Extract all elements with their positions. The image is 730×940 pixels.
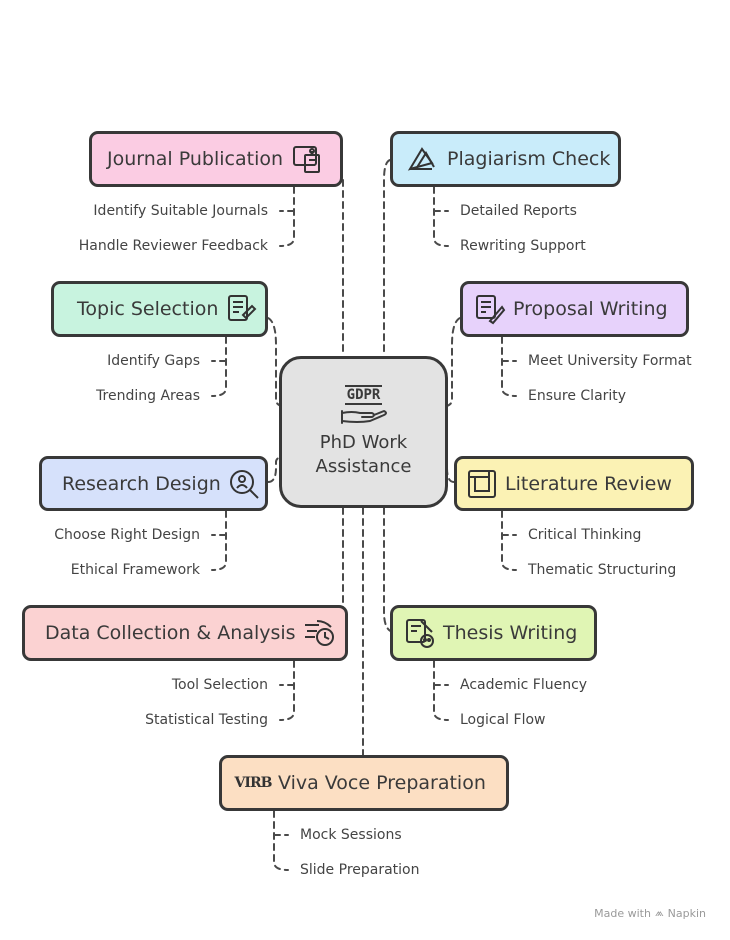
data-item-1: Tool Selection — [171, 677, 268, 693]
document-edit-icon — [224, 292, 258, 326]
node-label: Plagiarism Check — [447, 148, 611, 170]
plagiarism-item-2: Rewriting Support — [460, 238, 586, 254]
node-label: Research Design — [62, 472, 221, 495]
literature-item-1: Critical Thinking — [528, 527, 642, 543]
proposal-item-2: Ensure Clarity — [528, 388, 627, 404]
node-label: Topic Selection — [77, 298, 219, 320]
center-node: GDPR PhD Work Assistance — [279, 356, 448, 508]
gdpr-text: GDPR — [344, 385, 383, 405]
center-title: PhD Work Assistance — [315, 432, 412, 477]
building-document-icon — [291, 142, 325, 176]
fast-clock-icon — [302, 616, 336, 650]
plagiarism-item-1: Detailed Reports — [460, 203, 577, 219]
document-skull-icon — [403, 616, 437, 650]
hand-holding-gdpr-icon: GDPR — [338, 385, 390, 425]
node-label: Viva Voce Preparation — [278, 772, 486, 794]
node-viva-voce-preparation: VIRB Viva Voce Preparation — [219, 755, 509, 811]
thesis-item-2: Logical Flow — [460, 712, 546, 728]
magnifier-icon — [227, 467, 261, 501]
research-item-2: Ethical Framework — [70, 562, 200, 578]
node-research-design: Research Design — [39, 456, 268, 511]
research-item-1: Choose Right Design — [54, 527, 200, 543]
topic-item-1: Identify Gaps — [107, 353, 200, 369]
watermark-brand: Napkin — [667, 906, 706, 920]
literature-item-2: Thematic Structuring — [528, 562, 677, 578]
node-label: Thesis Writing — [443, 622, 578, 644]
node-literature-review: Literature Review — [454, 456, 694, 511]
watermark-text: Made with — [594, 906, 651, 920]
viva-item-1: Mock Sessions — [300, 827, 402, 843]
node-thesis-writing: Thesis Writing — [390, 605, 597, 661]
node-proposal-writing: Proposal Writing — [460, 281, 689, 337]
node-topic-selection: Topic Selection — [51, 281, 268, 337]
node-label: Literature Review — [505, 472, 672, 495]
node-label: Journal Publication — [107, 148, 284, 170]
data-item-2: Statistical Testing — [145, 712, 268, 728]
proposal-item-1: Meet University Format — [528, 353, 692, 369]
proposal-pen-icon — [473, 292, 507, 326]
virb-icon-text: VIRB — [234, 775, 273, 791]
viva-item-2: Slide Preparation — [300, 862, 420, 878]
node-plagiarism-check: Plagiarism Check — [390, 131, 621, 187]
node-label: Proposal Writing — [513, 298, 668, 320]
node-label: Data Collection & Analysis — [45, 622, 296, 644]
node-journal-publication: Journal Publication — [89, 131, 343, 187]
node-data-collection-analysis: Data Collection & Analysis — [22, 605, 348, 661]
virb-icon: VIRB — [234, 766, 273, 800]
journal-item-2: Handle Reviewer Feedback — [78, 238, 268, 254]
napkin-logo-icon: ⩕ — [654, 906, 664, 919]
watermark: Made with ⩕ Napkin — [594, 906, 706, 920]
connector-plagiarism — [383, 159, 391, 357]
pages-icon — [405, 142, 439, 176]
thesis-item-1: Academic Fluency — [460, 677, 588, 693]
journal-item-1: Identify Suitable Journals — [93, 203, 268, 219]
topic-item-2: Trending Areas — [96, 388, 200, 404]
frame-icon — [465, 467, 499, 501]
